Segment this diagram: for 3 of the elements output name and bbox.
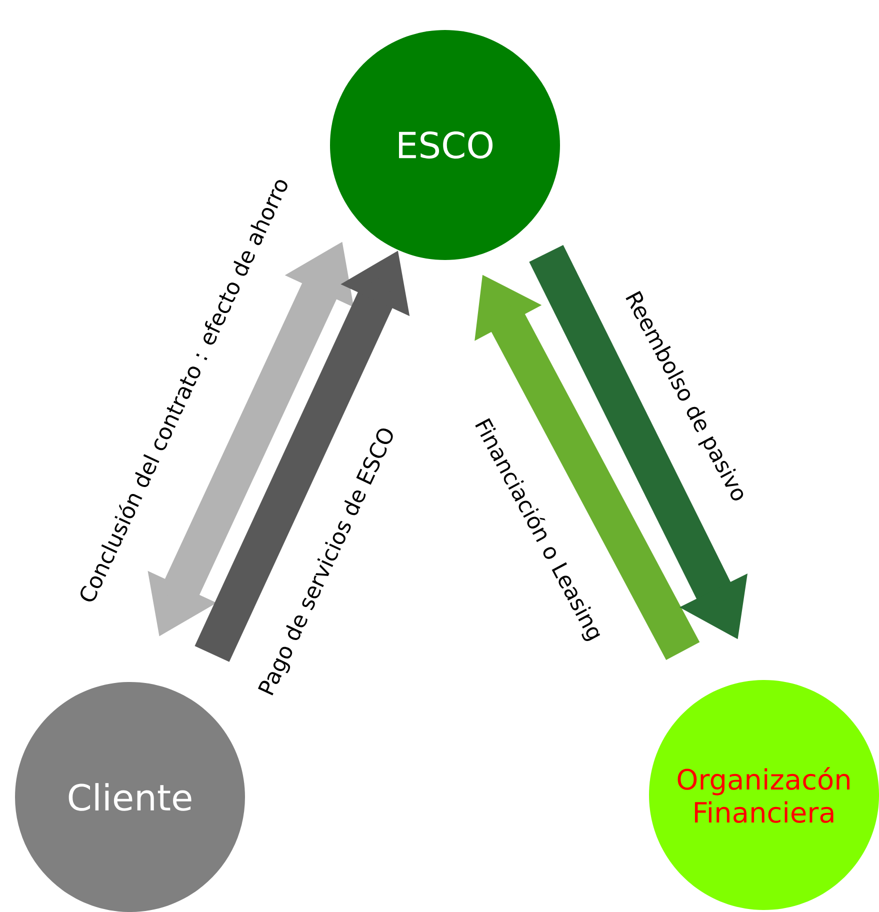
- circle-node: Organizacón Financiera: [649, 680, 879, 910]
- circle-node: Cliente: [15, 682, 245, 912]
- circle-node: ESCO: [330, 30, 560, 260]
